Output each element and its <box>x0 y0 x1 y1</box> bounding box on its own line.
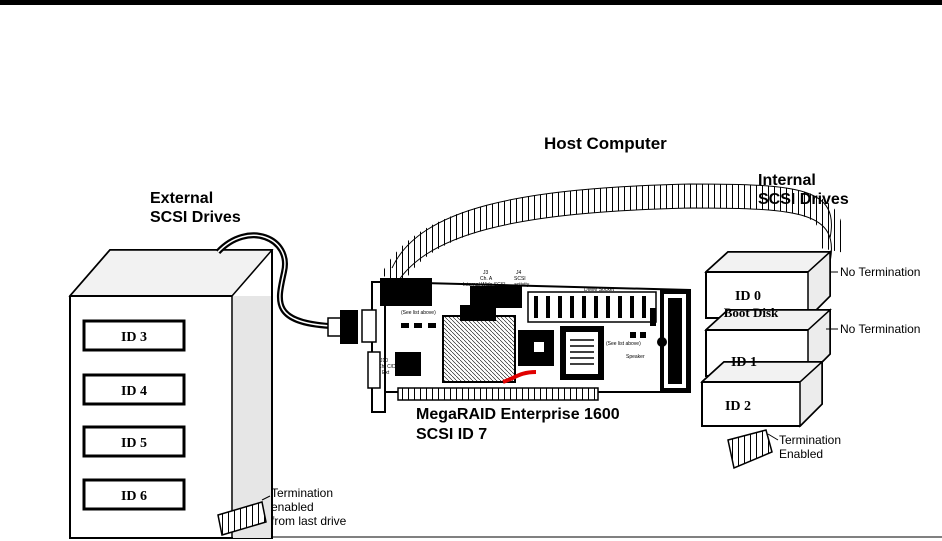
svg-text:J10: J10 <box>380 358 388 364</box>
controller-label-line2: SCSI ID 7 <box>416 426 487 443</box>
int-drive-label: ID 1 <box>731 355 757 370</box>
svg-text:Ext: Ext <box>382 370 390 376</box>
svg-text:Ch. A: Ch. A <box>480 276 493 282</box>
svg-text:SCSI: SCSI <box>514 276 526 282</box>
svg-text:J3: J3 <box>483 270 489 276</box>
external-drives-label-line2: SCSI Drives <box>150 209 241 226</box>
termination-enabled-note-line1: Termination <box>779 433 841 447</box>
ext-drive-box <box>82 478 186 511</box>
internal-drives-label-line1: Internal <box>758 172 816 189</box>
int-drive-label: ID 2 <box>725 399 751 414</box>
ext-drive-box <box>82 319 186 352</box>
termination-enabled-note-line2: Enabled <box>779 447 823 461</box>
termination-last-note-line2: enabled <box>271 500 314 514</box>
no-termination-note: No Termination <box>840 322 920 336</box>
termination-last-note-line3: from last drive <box>271 514 347 528</box>
svg-text:activity: activity <box>514 282 530 288</box>
svg-text:Speaker: Speaker <box>626 354 645 360</box>
controller-card: J3 Ch. A Internal Wide SCSI J4 SCSI acti… <box>371 270 691 413</box>
svg-text:(See list above): (See list above) <box>401 310 436 316</box>
internal-ribbon-cable <box>381 183 844 286</box>
ext-drive-label: ID 5 <box>121 436 147 451</box>
controller-label-line1: MegaRAID Enterprise 1600 <box>416 406 620 423</box>
no-termination-note: No Termination <box>840 265 920 279</box>
internal-terminator <box>727 429 773 470</box>
internal-drive <box>700 360 824 428</box>
ext-drive-box <box>82 425 186 458</box>
termination-last-note-line1: Termination <box>271 486 333 500</box>
leader-line <box>767 433 779 441</box>
host-computer-title: Host Computer <box>544 134 667 153</box>
ext-drive-label: ID 4 <box>121 384 147 399</box>
leader-line <box>261 495 271 501</box>
ext-drive-label: ID 3 <box>121 330 147 345</box>
external-terminator <box>217 501 267 536</box>
svg-text:(See list above): (See list above) <box>606 341 641 347</box>
svg-text:J4: J4 <box>516 270 522 276</box>
external-scsi-port <box>327 309 381 389</box>
svg-text:Internal Wide SCSI: Internal Wide SCSI <box>463 282 506 288</box>
int-drive-label: ID 0 <box>735 289 761 304</box>
external-drives-label-line1: External <box>150 190 213 207</box>
internal-drives-label-line2: SCSI Drives <box>758 191 849 208</box>
ext-drive-box <box>82 373 186 406</box>
internal-drive <box>704 308 832 378</box>
ext-drive-label: ID 6 <box>121 489 147 504</box>
svg-text:Ch. C/D: Ch. C/D <box>378 364 396 370</box>
svg-text:DIMM Socket: DIMM Socket <box>584 287 615 293</box>
top-rule <box>0 0 942 5</box>
int-drive-sublabel: Boot Disk <box>724 305 779 320</box>
internal-drive <box>704 250 832 320</box>
